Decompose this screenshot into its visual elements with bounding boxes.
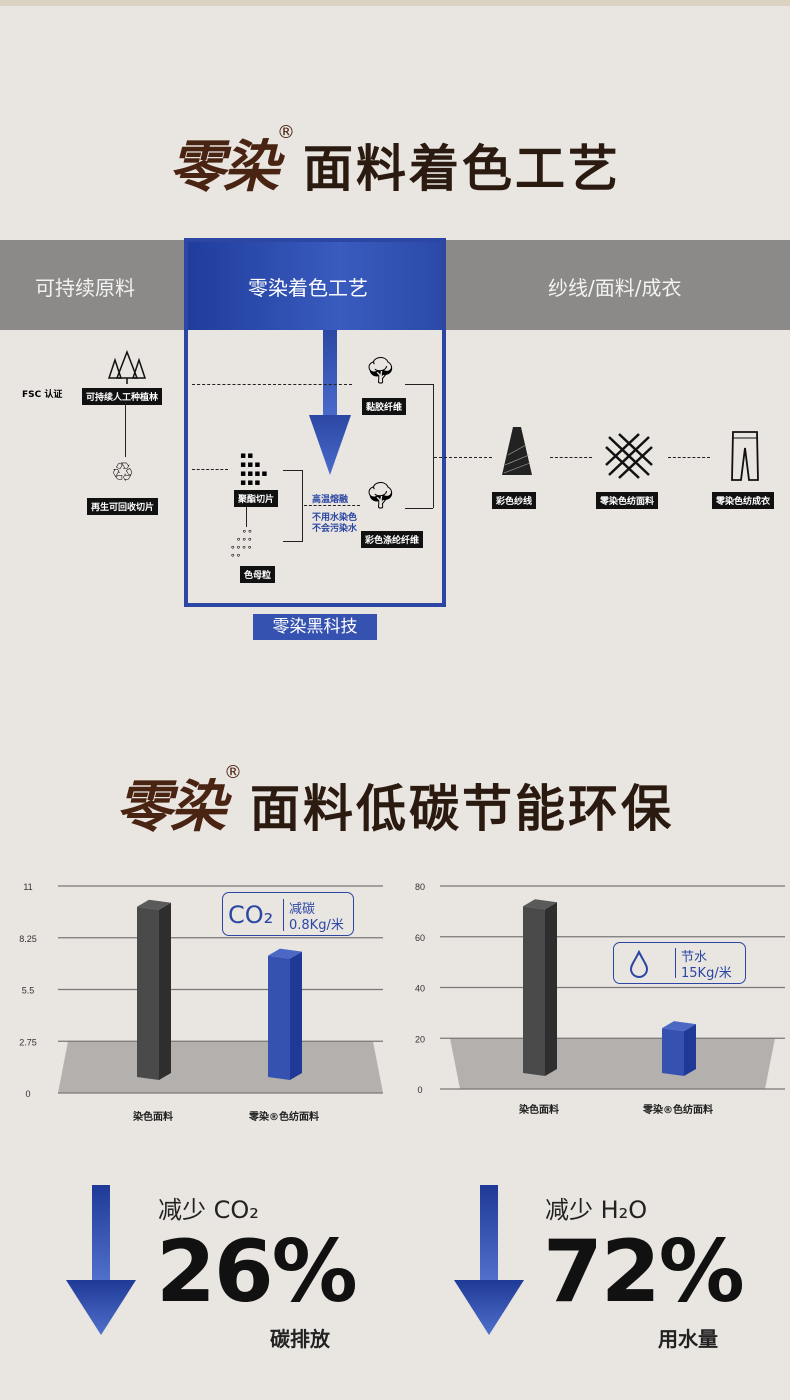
woven-fabric-icon bbox=[605, 433, 653, 479]
y-tick-label: 20 bbox=[415, 1034, 425, 1044]
title-text: 面料着色工艺 bbox=[303, 140, 621, 198]
water-badge: 节水 15Kg/米 bbox=[613, 942, 746, 984]
x-category-label: 零染®色纺面料 bbox=[642, 1103, 713, 1116]
bar-top bbox=[523, 899, 557, 910]
y-tick-label: 0 bbox=[25, 1089, 30, 1099]
stat-water-label: 减少 H₂O bbox=[545, 1196, 648, 1224]
chart-platform bbox=[58, 1041, 383, 1093]
connector bbox=[283, 541, 302, 542]
cotton-tree-icon: 🌳︎ bbox=[364, 356, 398, 386]
zero-dye-tech-label: 零染黑科技 bbox=[253, 614, 377, 640]
bar-side bbox=[684, 1024, 696, 1076]
recycle-tag: 再生可回收切片 bbox=[87, 498, 159, 515]
connector bbox=[246, 507, 247, 527]
dashed-arrow bbox=[192, 384, 352, 385]
bar-front bbox=[523, 906, 545, 1076]
y-tick-label: 11 bbox=[23, 882, 32, 892]
divider bbox=[675, 948, 676, 978]
connector bbox=[283, 470, 302, 471]
bar-front bbox=[662, 1028, 684, 1076]
bar-top bbox=[662, 1021, 696, 1032]
stat-co2-sub: 碳排放 bbox=[270, 1327, 330, 1351]
x-category-label: 染色面料 bbox=[132, 1110, 173, 1123]
badge-line2: 15Kg/米 bbox=[681, 966, 732, 981]
y-tick-label: 60 bbox=[415, 933, 425, 943]
dashed-arrow bbox=[192, 469, 228, 470]
x-category-label: 染色面料 bbox=[518, 1103, 559, 1116]
title-text: 面料低碳节能环保 bbox=[250, 780, 674, 838]
yarn-cone-icon bbox=[502, 427, 532, 475]
forest-tag: 可持续人工种植林 bbox=[82, 388, 163, 405]
co2-badge: CO₂ 减碳 0.8Kg/米 bbox=[222, 892, 354, 936]
bar-side bbox=[159, 902, 171, 1080]
stat-co2-label: 减少 CO₂ bbox=[158, 1196, 259, 1224]
down-arrow-icon bbox=[309, 330, 351, 475]
co2-icon: CO₂ bbox=[228, 901, 274, 929]
bar-top bbox=[137, 899, 171, 910]
stage-zero-dye: 零染着色工艺 bbox=[248, 276, 368, 300]
decrease-arrow-icon bbox=[454, 1185, 524, 1335]
y-tick-label: 80 bbox=[415, 882, 425, 892]
connector bbox=[125, 402, 126, 457]
chips-icon: ▪▪▪▪▪▪▪▪▪▪▪▪ bbox=[240, 451, 269, 488]
water-drop-icon bbox=[629, 950, 649, 978]
y-tick-label: 2.75 bbox=[19, 1037, 37, 1047]
section-title-process: 零染® 面料着色工艺 bbox=[0, 122, 790, 203]
dashed-arrow bbox=[434, 457, 492, 458]
stat-water-value: 72% bbox=[543, 1222, 745, 1322]
y-tick-label: 40 bbox=[415, 984, 425, 994]
viscose-tag: 黏胶纤维 bbox=[362, 398, 407, 415]
brand-logo: 零染 bbox=[169, 135, 279, 200]
dashed-arrow bbox=[304, 505, 360, 506]
bar-top bbox=[268, 948, 302, 959]
stat-water-sub: 用水量 bbox=[658, 1327, 718, 1351]
badge-line1: 节水 bbox=[681, 950, 708, 965]
divider bbox=[283, 899, 284, 931]
registered-mark: ® bbox=[224, 762, 242, 783]
connector bbox=[405, 508, 433, 509]
chart-platform bbox=[450, 1038, 775, 1089]
dashed-arrow bbox=[550, 457, 592, 458]
polyester-chips-tag: 聚酯切片 bbox=[234, 490, 279, 507]
y-tick-label: 5.5 bbox=[22, 986, 35, 996]
y-tick-label: 8.25 bbox=[19, 934, 37, 944]
zero-dye-process-box bbox=[184, 238, 446, 607]
bar-front bbox=[268, 955, 290, 1080]
badge-line1: 减碳 bbox=[289, 902, 316, 917]
connector bbox=[302, 470, 303, 542]
connector bbox=[433, 384, 434, 508]
yarn-tag: 彩色纱线 bbox=[492, 492, 537, 509]
color-polyester-tag: 彩色涤纶纤维 bbox=[361, 531, 424, 548]
bar-side bbox=[545, 902, 557, 1076]
note-no-water: 不用水染色 bbox=[312, 513, 358, 523]
top-strip bbox=[0, 0, 790, 6]
stage-header-blue bbox=[188, 242, 442, 330]
cotton-tree-icon: 🌳︎ bbox=[364, 481, 398, 511]
melt-label: 高温熔融 bbox=[312, 495, 349, 505]
registered-mark: ® bbox=[277, 122, 295, 143]
forest-icon bbox=[107, 350, 147, 384]
bar-front bbox=[137, 906, 159, 1080]
brand-logo: 零染 bbox=[116, 775, 226, 840]
decrease-arrow-icon bbox=[66, 1185, 136, 1335]
fsc-label: FSC 认证 bbox=[22, 390, 63, 400]
stat-co2-value: 26% bbox=[156, 1222, 358, 1322]
recycle-icon: ♲ bbox=[111, 458, 135, 488]
note-no-pollution: 不会污染水 bbox=[312, 524, 358, 534]
garment-tag: 零染色纺成衣 bbox=[712, 492, 775, 509]
badge-line2: 0.8Kg/米 bbox=[289, 918, 344, 933]
fabric-tag: 零染色纺面料 bbox=[596, 492, 659, 509]
comparison-charts: 118.255.52.750染色面料零染®色纺面料806040200染色面料零染… bbox=[19, 882, 785, 1123]
y-tick-label: 0 bbox=[417, 1085, 422, 1095]
bar-side bbox=[290, 951, 302, 1080]
connector bbox=[405, 384, 433, 385]
stage-raw-materials: 可持续原料 bbox=[35, 276, 135, 300]
x-category-label: 零染®色纺面料 bbox=[248, 1110, 319, 1123]
stage-products: 纱线/面料/成衣 bbox=[548, 276, 682, 300]
masterbatch-tag: 色母粒 bbox=[240, 566, 276, 583]
section-title-eco: 零染® 面料低碳节能环保 bbox=[0, 762, 790, 843]
dashed-arrow bbox=[668, 457, 710, 458]
pellets-icon: ∘∘ ∘∘∘∘∘∘∘∘∘ bbox=[230, 527, 253, 561]
trousers-icon bbox=[731, 431, 759, 481]
